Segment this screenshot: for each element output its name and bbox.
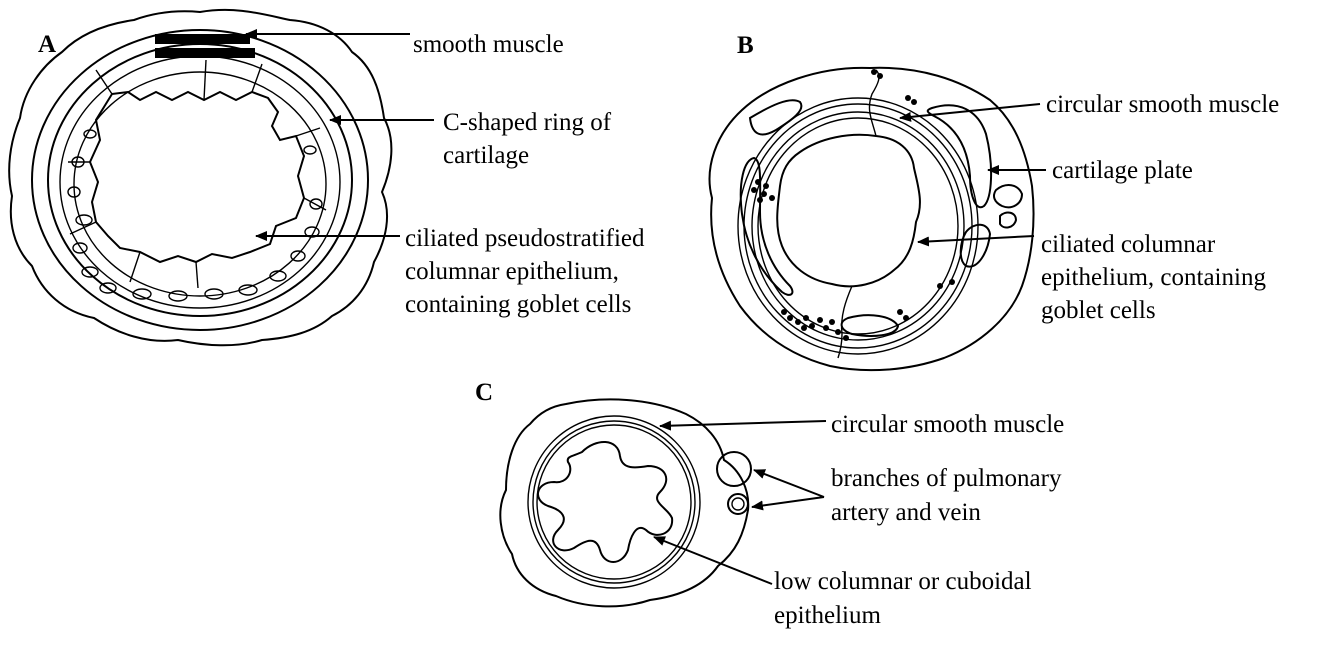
panel-a-epithelial-folds <box>68 60 326 288</box>
panel-b: B <box>710 32 1280 370</box>
panel-b-cartilage-plates <box>741 100 1022 336</box>
panel-b-gland-dots <box>751 69 955 341</box>
panel-c-muscle-ring-inner <box>537 425 691 579</box>
panel-c: C circular smooth muscle branches of pul… <box>475 379 1068 629</box>
label-c-circular-smooth-muscle: circular smooth muscle <box>831 411 1064 438</box>
panel-a: A <box>9 10 651 345</box>
panel-a-submucosa-outer <box>60 56 340 308</box>
label-c-shaped-cartilage: C-shaped ring of cartilage <box>443 109 617 169</box>
panel-c-lumen <box>538 442 672 562</box>
label-b-circular-smooth-muscle: circular smooth muscle <box>1046 91 1279 118</box>
panel-a-cartilage-ring-outer <box>32 30 368 330</box>
arrow-b-epithelium <box>918 236 1034 242</box>
label-b-cartilage-plate: cartilage plate <box>1052 157 1193 184</box>
arrow-c-muscle <box>660 421 826 426</box>
panel-a-submucosa-inner <box>74 72 326 296</box>
panel-b-label: B <box>737 32 754 59</box>
panel-c-arrows <box>654 421 826 584</box>
arrow-c-epithelium <box>654 537 772 584</box>
panel-c-label: C <box>475 379 493 406</box>
label-smooth-muscle: smooth muscle <box>413 31 564 58</box>
panel-b-muscle-ring-inner <box>752 112 964 340</box>
panel-a-arrows <box>246 34 434 236</box>
label-c-low-columnar-cuboidal: low columnar or cuboidal epithelium <box>774 568 1038 629</box>
arrow-c-vein <box>752 497 824 507</box>
panel-b-septum-top <box>869 70 879 136</box>
arrow-c-artery <box>754 470 824 497</box>
panel-a-cartilage-ring-inner <box>48 44 352 316</box>
panel-b-muscle-ring-innermost <box>758 118 958 334</box>
panel-b-lumen <box>777 135 920 287</box>
arrow-b-muscle <box>900 104 1040 118</box>
label-c-pulmonary-vessels: branches of pulmonary artery and vein <box>831 465 1068 526</box>
panel-a-adventitia <box>9 10 391 345</box>
label-b-ciliated-columnar: ciliated columnar epithelium, containing… <box>1041 231 1272 324</box>
pulmonary-vein-branch <box>728 494 748 514</box>
panel-a-label: A <box>38 31 56 58</box>
panel-c-vessels <box>717 452 751 514</box>
label-ciliated-pseudostratified: ciliated pseudostratified columnar epith… <box>405 225 651 318</box>
